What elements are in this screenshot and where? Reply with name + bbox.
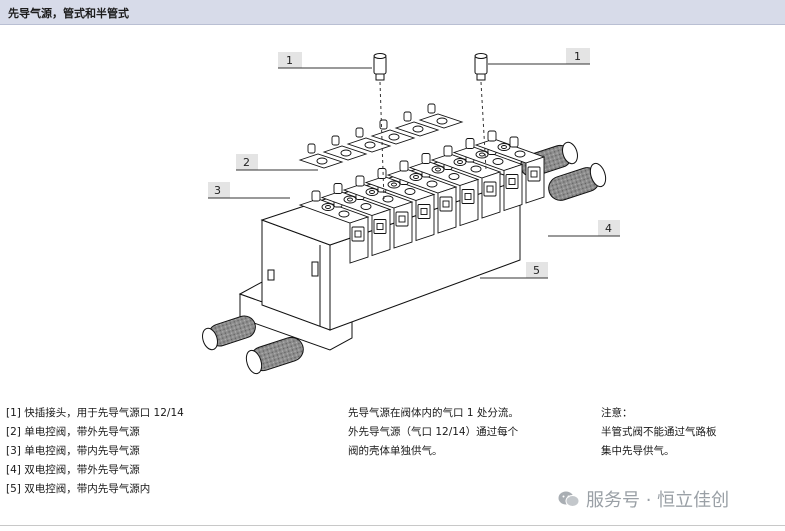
push-in-fitting-left [373,53,387,81]
note-line: 集中先导供气。 [601,445,675,457]
note-line: 外先导气源（气口 12/14）通过每个 [348,426,519,438]
push-in-fitting-right [474,53,488,81]
svg-text:1: 1 [574,50,581,63]
legend-item: [1] 快插接头，用于先导气源口 12/14 [6,407,184,419]
callout-4: 4 [548,220,620,237]
note-line: 阀的壳体单独供气。 [348,445,443,457]
legend-list: [1] 快插接头，用于先导气源口 12/14 [2] 单电控阀，带外先导气源 [… [6,404,184,499]
valve-slice [474,130,546,204]
rear-valve-slice [346,127,392,153]
rear-valve-slice [394,111,440,137]
valve-slice [430,145,502,219]
watermark-text: 服务号 · 恒立佳创 [586,490,730,511]
rear-valve-slice [298,143,344,169]
legend-item: [3] 单电控阀，带内先导气源 [6,445,140,457]
legend-item: [5] 双电控阀，带内先导气源内 [6,483,151,495]
fitting-axis-lines [379,81,487,201]
callout-1-right: 1 [488,48,590,65]
valve-terminal-illustration: 1 1 2 3 4 5 [202,48,620,375]
legend-item: [4] 双电控阀，带外先导气源 [6,464,140,476]
note-title: 注意： [601,407,633,419]
bottom-divider [0,525,785,526]
valve-slice [408,153,480,227]
tube-left-lower [245,336,304,375]
callout-3: 3 [208,182,290,199]
tube-right-lower [548,162,607,201]
valve-slice [452,138,524,212]
valve-terminal-drawing: 1 1 2 3 4 5 [0,30,785,390]
valve-slice [386,160,458,234]
header-bar: 先导气源，管式和半管式 [0,0,785,25]
caution-notes: 注意： 半管式阀不能通过气路板 集中先导供气。 [601,404,717,461]
svg-text:1: 1 [286,54,293,67]
page-title: 先导气源，管式和半管式 [8,7,129,20]
svg-text:3: 3 [214,184,221,197]
rear-valve-slice [322,135,368,161]
tube-left-upper [202,315,256,351]
note-line: 半管式阀不能通过气路板 [601,426,717,438]
legend-item: [2] 单电控阀，带外先导气源 [6,426,140,438]
svg-text:4: 4 [605,222,612,235]
callout-1-left: 1 [278,52,372,69]
pilot-air-notes: 先导气源在阀体内的气口 1 处分流。 外先导气源（气口 12/14）通过每个 阀… [348,404,519,461]
valve-slices [298,103,546,264]
callout-5: 5 [480,262,548,279]
valve-slice [364,168,436,242]
callout-2: 2 [236,154,318,171]
svg-text:2: 2 [243,156,250,169]
note-line: 先导气源在阀体内的气口 1 处分流。 [348,407,519,419]
watermark: 服务号 · 恒立佳创 [558,486,729,512]
rear-valve-slice [418,103,464,129]
wechat-icon [558,491,580,507]
svg-text:5: 5 [533,264,540,277]
valve-slice [342,175,414,249]
